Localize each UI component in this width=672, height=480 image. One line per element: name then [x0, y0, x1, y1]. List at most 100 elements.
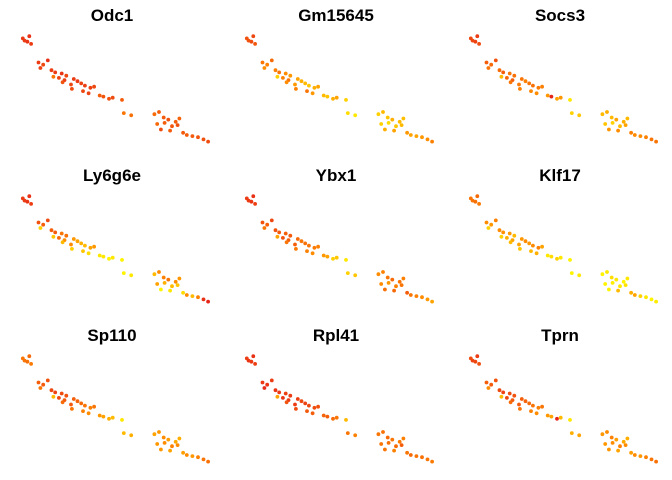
data-point [120, 258, 124, 262]
data-point [623, 443, 628, 447]
data-point [60, 400, 65, 405]
data-point [383, 287, 387, 292]
data-point [499, 74, 504, 79]
data-point [610, 441, 615, 445]
data-point [59, 391, 64, 396]
data-point [555, 96, 559, 101]
data-point [405, 130, 409, 135]
data-point [558, 415, 563, 420]
data-point [405, 450, 409, 455]
data-point [173, 279, 178, 284]
data-point [484, 220, 489, 225]
data-point [161, 435, 166, 440]
data-point [477, 42, 481, 46]
data-point [310, 411, 315, 416]
data-point [170, 124, 174, 129]
data-point [157, 430, 161, 434]
panel-title: Odc1 [90, 6, 134, 25]
data-point [353, 433, 358, 438]
data-point [97, 253, 102, 258]
data-point [64, 233, 69, 238]
data-point [288, 73, 293, 78]
data-point [107, 256, 111, 261]
data-point [251, 194, 256, 199]
data-point [86, 91, 91, 96]
data-point [53, 70, 58, 75]
data-point [501, 70, 506, 75]
data-point [97, 93, 102, 98]
data-point [173, 439, 178, 444]
data-point [51, 74, 56, 79]
data-point [638, 294, 643, 298]
data-point [201, 137, 206, 142]
data-point [175, 443, 180, 447]
data-point [623, 123, 628, 127]
data-point [155, 442, 160, 446]
data-point [344, 418, 348, 422]
scatter-plot [244, 354, 434, 464]
data-point [618, 124, 622, 129]
data-point [625, 276, 630, 281]
data-point [549, 414, 554, 419]
data-point [27, 34, 32, 39]
data-point [288, 233, 293, 238]
data-point [534, 251, 539, 256]
data-point [489, 62, 494, 67]
data-point [632, 293, 637, 297]
data-point [405, 290, 409, 295]
data-point [288, 393, 293, 398]
data-point [473, 359, 478, 364]
data-point [399, 443, 404, 447]
data-point [69, 402, 73, 407]
data-point [101, 414, 106, 419]
data-point [70, 247, 74, 251]
data-point [41, 382, 46, 387]
data-point [251, 34, 256, 39]
data-point [303, 81, 308, 86]
data-point [262, 66, 267, 70]
panel-socs3: Socs3 [448, 0, 672, 160]
data-point [45, 218, 50, 223]
data-point [334, 415, 339, 420]
data-point [170, 284, 174, 289]
data-point [603, 442, 608, 446]
data-point [41, 222, 46, 227]
data-point [632, 453, 637, 457]
data-point [321, 253, 326, 258]
data-point [344, 98, 348, 102]
data-point [294, 247, 298, 251]
data-point [540, 404, 544, 409]
data-point [27, 354, 32, 359]
data-point [161, 115, 166, 120]
panel-odc1: Odc1 [0, 0, 224, 160]
data-point [527, 401, 532, 406]
data-point [486, 386, 491, 390]
data-point [277, 230, 282, 235]
data-point [249, 39, 254, 44]
data-point [392, 448, 396, 453]
data-point [166, 117, 171, 122]
data-point [625, 116, 630, 121]
data-point [540, 84, 544, 89]
data-point [70, 87, 74, 91]
data-point [307, 403, 311, 408]
data-point [518, 87, 522, 91]
data-point [92, 84, 96, 89]
data-point [20, 36, 25, 41]
data-point [536, 405, 541, 410]
data-point [120, 418, 124, 422]
data-point [121, 431, 126, 435]
data-point [497, 388, 502, 393]
data-point [159, 287, 163, 292]
data-point [621, 439, 626, 444]
data-point [555, 256, 559, 261]
data-point [379, 282, 384, 286]
data-point [38, 226, 43, 230]
data-point [517, 402, 521, 407]
data-point [81, 249, 85, 253]
data-point [20, 196, 25, 201]
data-point [609, 275, 614, 280]
data-point [644, 455, 648, 460]
data-point [262, 386, 267, 390]
data-point [79, 81, 84, 86]
